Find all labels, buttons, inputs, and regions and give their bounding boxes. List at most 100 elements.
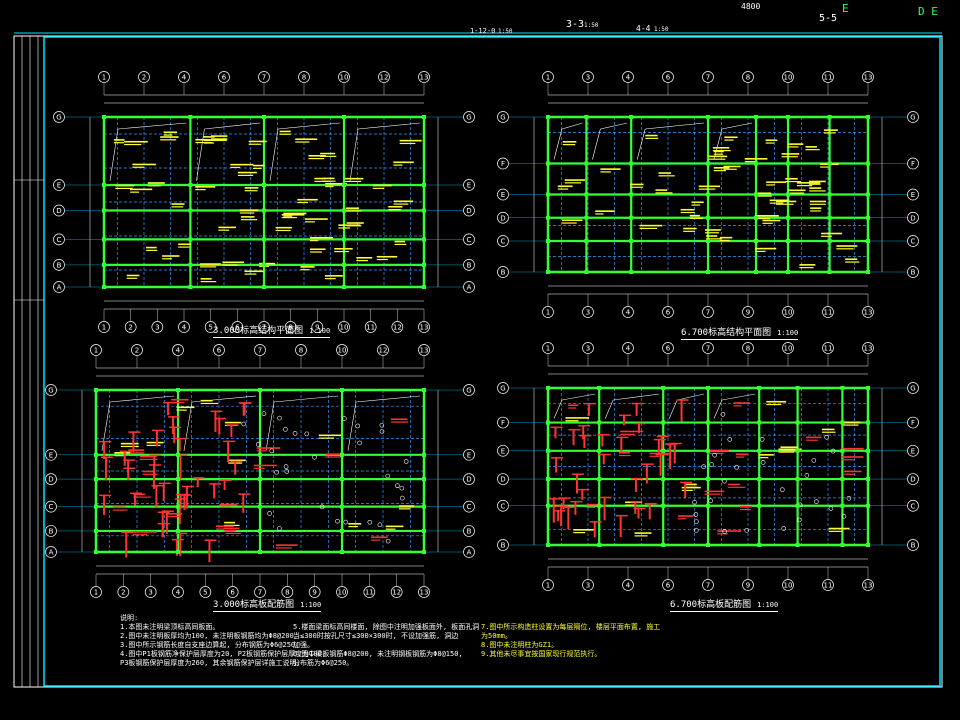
axis-bubble-top-label: 6 — [666, 74, 671, 82]
red-rebar — [219, 479, 232, 481]
rebar-annotation — [195, 189, 206, 191]
rebar-annotation — [744, 161, 756, 163]
rebar-annotation — [128, 449, 145, 451]
column-block — [188, 285, 193, 289]
rebar-annotation — [766, 181, 787, 183]
red-rebar — [637, 422, 640, 434]
rebar-annotation — [162, 258, 172, 260]
column-block — [597, 420, 602, 425]
red-rebar — [155, 429, 158, 447]
axis-bubble-left-circle — [497, 235, 509, 247]
column-block — [786, 270, 790, 274]
red-rebar — [174, 498, 187, 500]
axis-bubble-bottom-label: 11 — [366, 324, 375, 332]
slab-marker — [377, 522, 383, 528]
red-rebar — [213, 483, 216, 499]
axis-bubble-right-label: G — [466, 387, 471, 395]
red-rebar — [119, 450, 132, 453]
rebar-annotation — [178, 246, 190, 248]
axis-bubble-left-label: D — [500, 476, 505, 484]
rebar-annotation — [176, 409, 187, 411]
column-block — [661, 420, 666, 425]
axis-bubble-right-circle — [463, 111, 475, 123]
plan-title-3-scale: 1:100 — [300, 601, 322, 609]
corner-letter-e: E — [842, 2, 849, 15]
rebar-annotation — [295, 138, 318, 141]
rebar-annotation — [758, 457, 769, 459]
axis-bubble-bottom-label: 4 — [626, 309, 631, 317]
axis-bubble-left-circle — [497, 416, 509, 429]
axis-bubble-bottom-circle — [782, 306, 794, 318]
axis-bubble-right-label: B — [911, 269, 916, 277]
rebar-annotation — [239, 209, 259, 211]
axis-bubble-right-label: A — [467, 284, 472, 292]
column-block — [422, 528, 426, 533]
axis-bubble-right-label: B — [467, 528, 472, 536]
column-block — [661, 386, 666, 390]
red-rebar — [655, 453, 668, 456]
red-rebar — [127, 459, 130, 473]
column-block — [754, 239, 758, 243]
axis-bubble-left-circle — [53, 204, 65, 217]
axis-bubble-left-circle — [497, 499, 509, 512]
red-rebar — [223, 440, 236, 443]
axis-bubble-top-circle — [742, 71, 754, 83]
column-block — [754, 161, 758, 166]
rebar-annotation — [809, 190, 826, 192]
axis-bubble-left-label: E — [57, 182, 61, 190]
rebar-annotation — [219, 503, 238, 506]
rebar-annotation — [244, 190, 258, 192]
rebar-annotation — [112, 506, 126, 509]
red-rebar — [214, 417, 227, 420]
rebar-annotation — [279, 133, 291, 135]
axis-bubble-left-circle — [45, 448, 57, 461]
column-block — [422, 285, 426, 289]
axis-bubble-bottom-label: 13 — [420, 324, 429, 332]
axis-bubble-top-label: 7 — [706, 74, 710, 82]
axis-bubble-left-label: C — [57, 236, 62, 244]
rebar-annotation — [841, 456, 864, 458]
column-block — [546, 386, 550, 390]
note-line: 5.楼面梁面标高同楼面, 除图中注明加强板面外, 板面孔洞 — [293, 623, 480, 631]
rebar-annotation — [163, 131, 177, 134]
red-rebar — [226, 424, 239, 426]
column-block — [706, 420, 710, 425]
axis-bubble-bottom-circle — [151, 321, 164, 333]
red-rebar — [178, 437, 181, 452]
rebar-annotation — [146, 441, 164, 444]
rebar-annotation — [787, 146, 799, 148]
rebar-annotation — [712, 150, 731, 152]
axis-bubble-bottom-label: 4 — [626, 582, 631, 590]
note-line: 当≤300时按孔尺寸≤300×300时, 不设加强筋, 洞边 — [293, 632, 459, 640]
axis-bubble-bottom-label: 6 — [666, 309, 671, 317]
column-block — [757, 477, 762, 482]
red-rebar — [171, 538, 184, 541]
column-block — [188, 262, 193, 267]
rebar-annotation — [256, 450, 267, 452]
rebar-annotation — [230, 163, 254, 166]
axis-bubble-right-circle — [907, 188, 919, 201]
axis-bubble-top-label: 3 — [586, 345, 590, 353]
axis-bubble-top-circle — [258, 71, 270, 83]
rebar-annotation — [200, 266, 217, 268]
rebar-annotation — [728, 486, 746, 488]
column-block — [94, 477, 98, 482]
rebar-annotation — [325, 185, 334, 188]
axis-bubble-right-circle — [907, 416, 919, 429]
rebar-annotation — [344, 180, 362, 183]
axis-bubble-top-label: 10 — [340, 74, 349, 82]
axis-bubble-bottom-circle — [542, 579, 554, 591]
red-rebar — [103, 440, 106, 460]
red-rebar — [589, 521, 602, 523]
column-block — [102, 208, 106, 213]
column-block — [706, 192, 710, 197]
slab-slope-line — [645, 122, 705, 130]
rebar-annotation — [338, 227, 351, 229]
axis-bubble-top-circle — [662, 71, 674, 83]
rebar-annotation — [685, 483, 697, 486]
red-rebar — [161, 511, 164, 538]
rebar-annotation — [393, 203, 409, 205]
column-block — [422, 504, 426, 509]
